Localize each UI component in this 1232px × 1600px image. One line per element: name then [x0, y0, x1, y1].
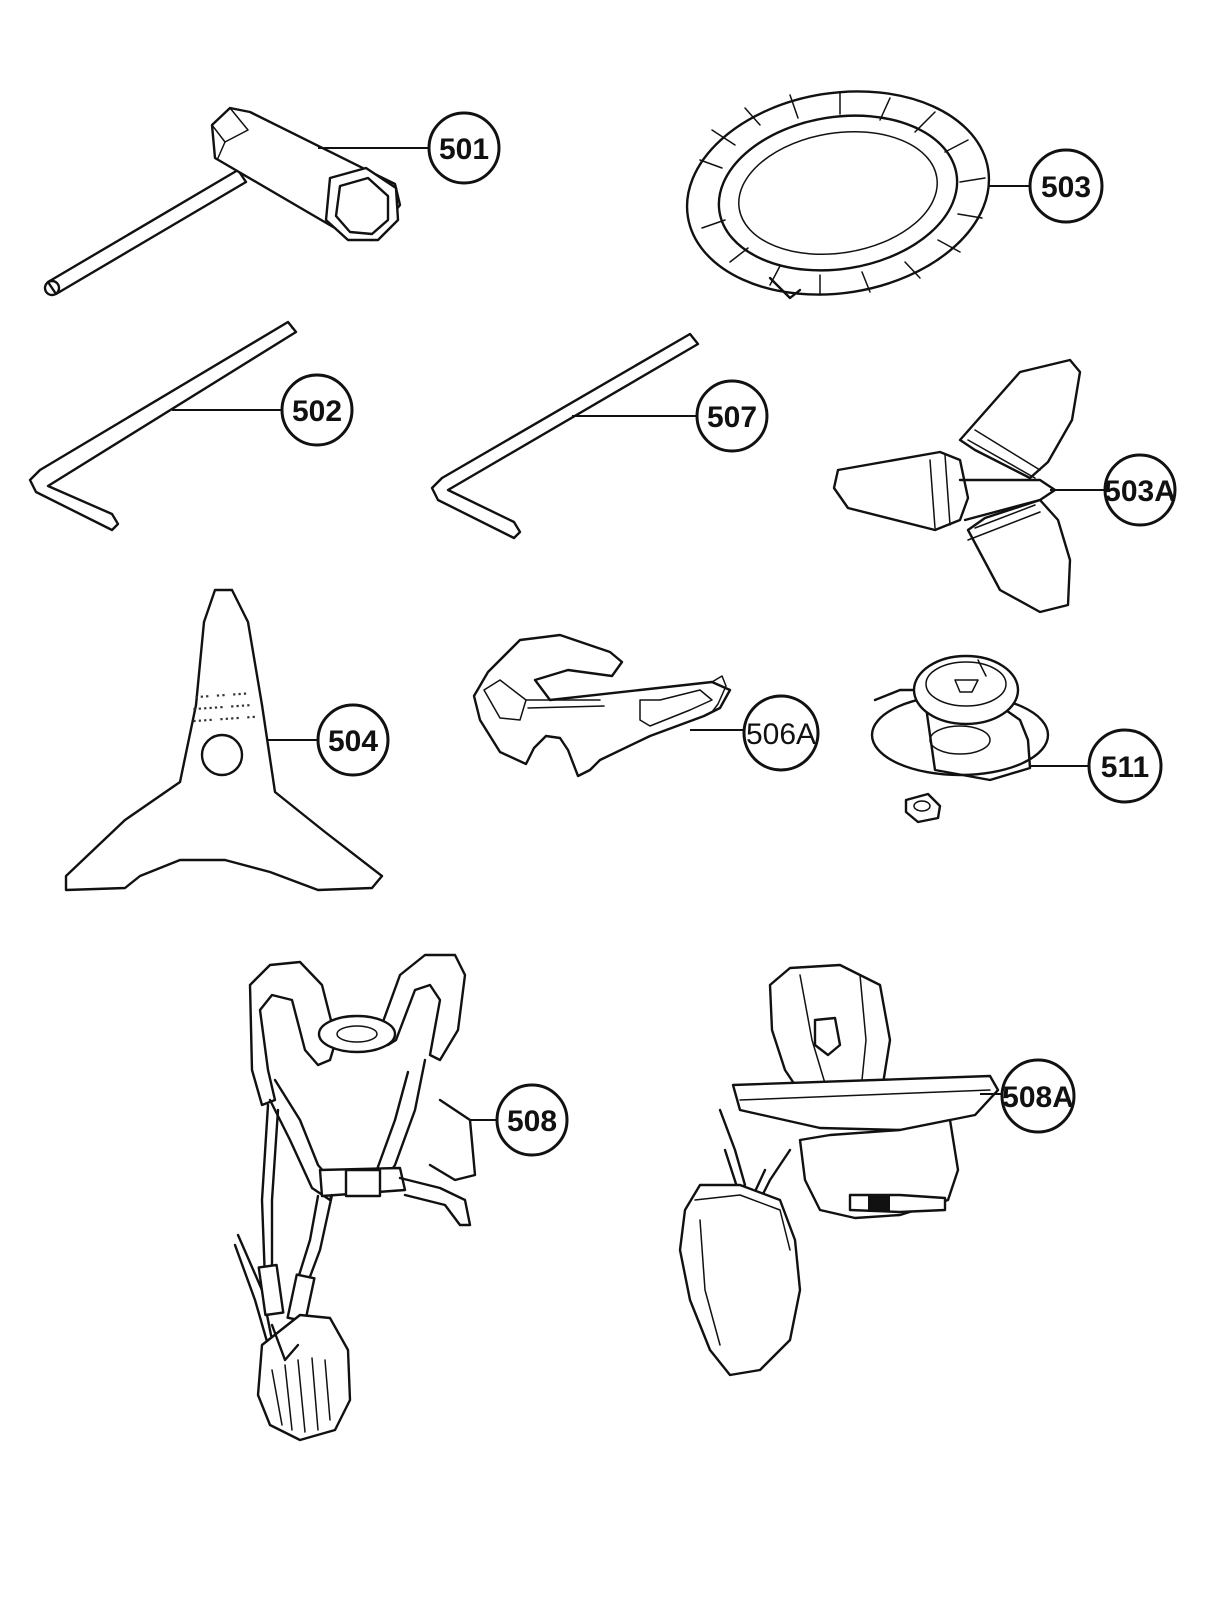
callout-504-label: 504 — [328, 725, 378, 758]
callout-508: 508 — [495, 1083, 569, 1157]
svg-text:▪▪▪▪ ▪▪▪▪ ▪▪: ▪▪▪▪ ▪▪▪▪ ▪▪ — [192, 712, 257, 726]
part-508A-harness — [678, 963, 1000, 1377]
svg-text:▪▪▪ ▪▪ ▪▪▪: ▪▪▪ ▪▪ ▪▪▪ — [194, 689, 249, 703]
svg-text:▪▪▪▪▪▪ ▪▪▪▪: ▪▪▪▪▪▪ ▪▪▪▪ — [192, 701, 252, 715]
callout-508A-label: 508A — [1002, 1081, 1074, 1114]
part-503-ring-guard — [685, 90, 991, 300]
part-507-hex-key — [430, 332, 700, 540]
part-502-hex-key — [28, 320, 298, 532]
part-511-spool-holder — [870, 654, 1050, 824]
callout-501-label: 501 — [439, 133, 489, 166]
callout-503A-label: 503A — [1104, 475, 1176, 508]
callout-508-label: 508 — [507, 1105, 557, 1138]
callout-503A: 503A — [1103, 453, 1177, 527]
callout-503: 503 — [1028, 148, 1104, 224]
callout-507: 507 — [695, 379, 769, 453]
callout-501: 501 — [427, 111, 501, 185]
callout-506A: 506A — [742, 694, 820, 772]
callout-504: 504 — [316, 703, 390, 777]
part-506A-safety-glasses — [472, 633, 732, 778]
callout-502: 502 — [280, 373, 354, 447]
part-508-harness — [233, 953, 477, 1442]
part-501-socket-wrench — [43, 106, 402, 297]
callout-503-label: 503 — [1041, 171, 1091, 204]
part-504-blade: ▪▪▪ ▪▪ ▪▪▪ ▪▪▪▪▪▪ ▪▪▪▪ ▪▪▪▪ ▪▪▪▪ ▪▪ — [64, 588, 384, 892]
callout-508A: 508A — [1000, 1058, 1076, 1134]
callout-507-label: 507 — [707, 401, 757, 434]
callout-502-label: 502 — [292, 395, 342, 428]
callout-511: 511 — [1087, 728, 1163, 804]
callout-506A-label: 506A — [746, 718, 816, 751]
part-503A-guard — [832, 358, 1082, 614]
callout-511-label: 511 — [1101, 751, 1149, 784]
